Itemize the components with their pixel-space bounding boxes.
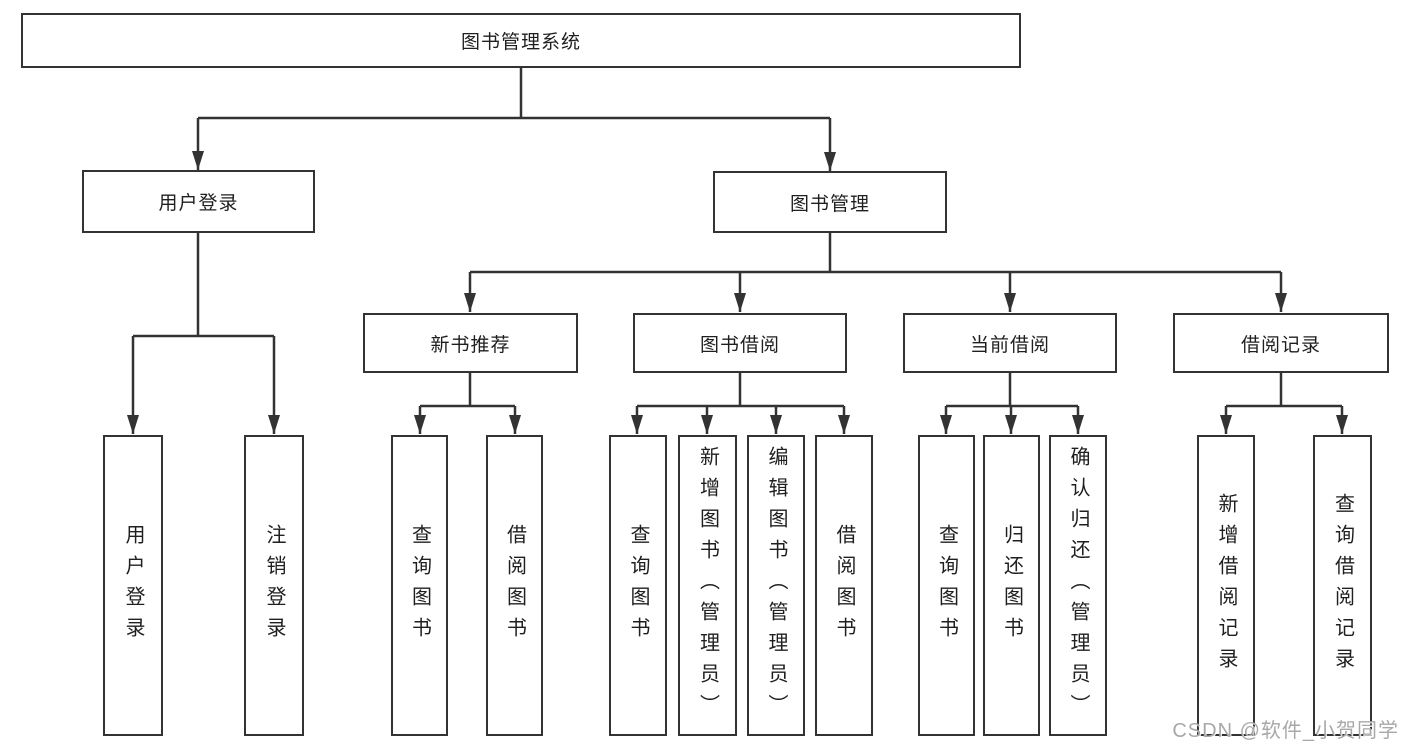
leaf-edit-books-admin-label: 编辑图书（管理员） bbox=[765, 446, 787, 725]
leaf-return-books-label: 归还图书 bbox=[1000, 523, 1023, 648]
connector-new-book-group bbox=[414, 373, 521, 434]
leaf-borrow-books-label: 借阅图书 bbox=[833, 523, 855, 648]
leaf-edit-books-admin: 编辑图书（管理员） bbox=[747, 435, 805, 736]
connector-borrowing-records-group bbox=[1220, 373, 1348, 434]
node-book-borrowing-label: 图书借阅 bbox=[699, 334, 780, 356]
leaf-user-login: 用户登录 bbox=[103, 435, 163, 736]
node-user-login: 用户登录 bbox=[82, 170, 315, 233]
node-borrowing-records-label: 借阅记录 bbox=[1240, 334, 1321, 356]
leaf-return-books: 归还图书 bbox=[983, 435, 1040, 736]
connector-book-borrowing-group bbox=[631, 373, 850, 434]
connector-user-login-group bbox=[127, 233, 280, 434]
node-current-borrowing: 当前借阅 bbox=[903, 313, 1117, 373]
leaf-user-login-label: 用户登录 bbox=[122, 523, 144, 648]
node-new-book-recommendation: 新书推荐 bbox=[363, 313, 578, 373]
node-new-book-recommendation-label: 新书推荐 bbox=[430, 334, 511, 356]
leaf-query-books-recommend: 查询图书 bbox=[391, 435, 448, 736]
node-current-borrowing-label: 当前借阅 bbox=[969, 334, 1050, 356]
leaf-add-borrow-record: 新增借阅记录 bbox=[1197, 435, 1255, 736]
leaf-query-books-current: 查询图书 bbox=[918, 435, 975, 736]
node-user-login-label: 用户登录 bbox=[158, 193, 239, 214]
node-borrowing-records: 借阅记录 bbox=[1173, 313, 1389, 373]
node-root: 图书管理系统 bbox=[21, 13, 1021, 68]
leaf-confirm-return-admin-label: 确认归还（管理员） bbox=[1067, 446, 1089, 725]
leaf-add-borrow-record-label: 新增借阅记录 bbox=[1215, 492, 1237, 679]
leaf-logout-label: 注销登录 bbox=[263, 523, 285, 648]
node-book-management: 图书管理 bbox=[713, 171, 947, 233]
leaf-query-books-borrow: 查询图书 bbox=[609, 435, 667, 736]
connector-current-borrowing-group bbox=[940, 373, 1084, 434]
node-book-management-label: 图书管理 bbox=[789, 193, 870, 215]
leaf-add-books-admin-label: 新增图书（管理员） bbox=[696, 446, 719, 725]
leaf-query-books-recommend-label: 查询图书 bbox=[408, 523, 431, 648]
leaf-query-borrow-record: 查询借阅记录 bbox=[1313, 435, 1372, 736]
connector-book-management-group bbox=[464, 233, 1287, 312]
leaf-borrow-books: 借阅图书 bbox=[815, 435, 873, 736]
leaf-borrow-books-recommend: 借阅图书 bbox=[486, 435, 543, 736]
node-root-label: 图书管理系统 bbox=[460, 32, 581, 53]
leaf-borrow-books-recommend-label: 借阅图书 bbox=[503, 523, 526, 648]
leaf-query-borrow-record-label: 查询借阅记录 bbox=[1331, 492, 1354, 679]
csdn-watermark: CSDN @软件_小贺同学 bbox=[1172, 720, 1399, 742]
leaf-query-books-borrow-label: 查询图书 bbox=[627, 523, 649, 648]
leaf-add-books-admin: 新增图书（管理员） bbox=[678, 435, 737, 736]
connector-root-to-level1 bbox=[192, 68, 836, 171]
node-book-borrowing: 图书借阅 bbox=[633, 313, 847, 373]
leaf-confirm-return-admin: 确认归还（管理员） bbox=[1049, 435, 1107, 736]
leaf-query-books-current-label: 查询图书 bbox=[935, 523, 958, 648]
leaf-logout: 注销登录 bbox=[244, 435, 304, 736]
